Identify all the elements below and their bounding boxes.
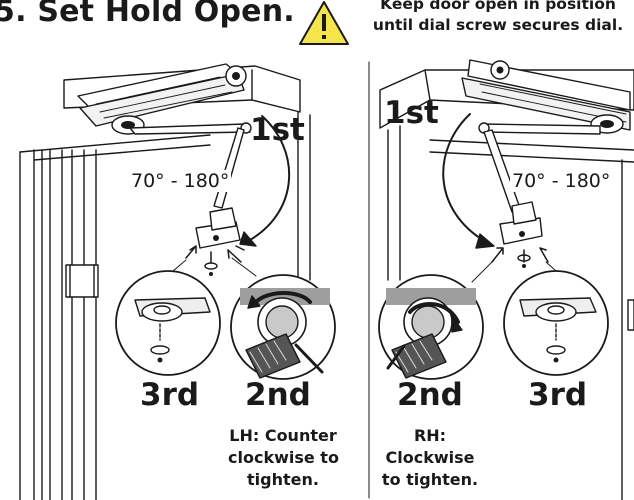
left-detail-3rd	[115, 270, 221, 376]
left-caption-line-2: clockwise to	[228, 448, 339, 467]
right-third-label: 3rd	[528, 377, 588, 413]
left-second-label: 2nd	[245, 377, 311, 413]
warning-text: Keep door open in position until dial sc…	[360, 0, 634, 36]
step-title: 5. Set Hold Open.	[0, 0, 295, 29]
warning-triangle-icon	[299, 1, 349, 45]
right-door-closer	[461, 59, 631, 268]
right-second-label: 2nd	[397, 377, 463, 413]
right-detail-3rd	[503, 270, 609, 376]
right-detail-2nd	[378, 274, 484, 380]
right-angle-label: 70° - 180°	[510, 170, 613, 192]
warning-line-1: Keep door open in position	[380, 0, 616, 13]
right-first-label: 1st	[384, 95, 439, 131]
warning-line-2: until dial screw secures dial.	[372, 16, 624, 34]
left-first-label: 1st	[250, 112, 305, 148]
left-caption-line-3: tighten.	[247, 470, 319, 489]
right-caption-line-2: Clockwise	[385, 448, 475, 467]
left-third-label: 3rd	[140, 377, 200, 413]
left-door-closer	[77, 63, 252, 276]
left-caption: LH: Counter clockwise to tighten.	[228, 425, 339, 491]
left-caption-line-1: LH: Counter	[229, 426, 337, 445]
left-angle-label: 70° - 180°	[129, 170, 232, 192]
left-detail-2nd	[230, 274, 336, 380]
right-caption: RH: Clockwise to tighten.	[380, 425, 480, 491]
right-caption-line-1: RH:	[413, 426, 447, 445]
right-caption-line-3: to tighten.	[381, 470, 479, 489]
